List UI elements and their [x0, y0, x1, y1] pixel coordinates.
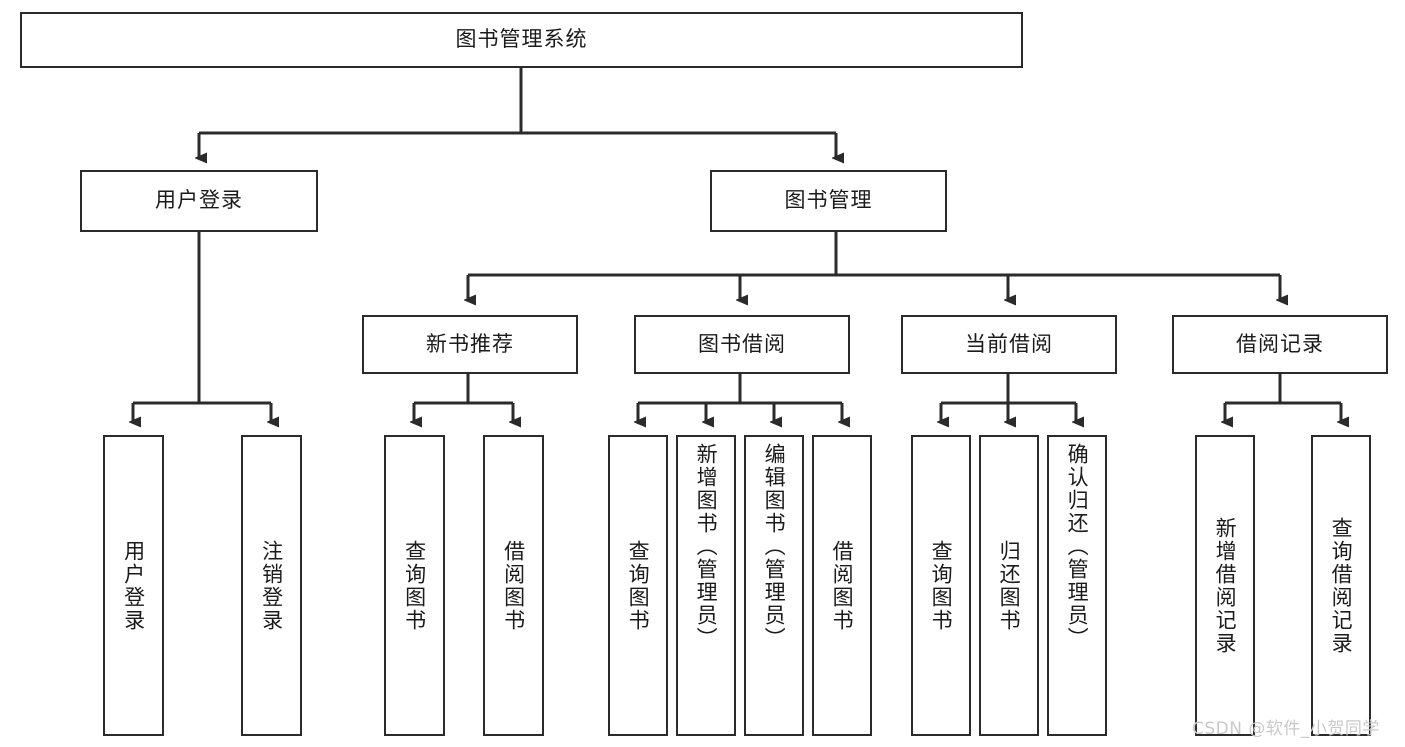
node-label: 借阅记录 [1236, 331, 1324, 356]
node-label: 借阅图书 [830, 539, 855, 632]
node-leaf-query-book-3[interactable]: 查询图书 [911, 435, 971, 736]
node-leaf-add-book[interactable]: 新增图书（管理员） [676, 435, 736, 736]
node-label: 新增图书（管理员） [694, 443, 719, 650]
node-label: 当前借阅 [965, 331, 1053, 356]
csdn-watermark: CSDN @软件_小贺同学 [1192, 719, 1380, 739]
node-current-borrow[interactable]: 当前借阅 [901, 315, 1117, 374]
node-borrow-record[interactable]: 借阅记录 [1172, 315, 1388, 374]
node-leaf-query-borrow-record[interactable]: 查询借阅记录 [1311, 435, 1371, 736]
node-label: 编辑图书（管理员） [762, 443, 787, 650]
node-leaf-edit-book[interactable]: 编辑图书（管理员） [744, 435, 804, 736]
node-leaf-confirm-return[interactable]: 确认归还（管理员） [1047, 435, 1107, 736]
node-label: 查询图书 [929, 539, 954, 632]
node-label: 图书管理系统 [455, 27, 588, 52]
node-label: 用户登录 [155, 188, 243, 213]
node-book-management[interactable]: 图书管理 [710, 170, 947, 232]
node-book-borrow[interactable]: 图书借阅 [634, 315, 850, 374]
node-label: 新书推荐 [426, 331, 514, 356]
node-leaf-logout-login[interactable]: 注销登录 [241, 435, 302, 736]
node-label: 归还图书 [997, 539, 1022, 632]
node-label: 用户登录 [121, 539, 146, 632]
node-label: 查询图书 [402, 539, 427, 632]
node-leaf-query-book-2[interactable]: 查询图书 [608, 435, 668, 736]
node-leaf-borrow-book-2[interactable]: 借阅图书 [812, 435, 872, 736]
node-label: 注销登录 [259, 539, 284, 632]
node-label: 图书管理 [784, 188, 873, 213]
node-label: 图书借阅 [698, 331, 786, 356]
node-label: 查询图书 [626, 539, 651, 632]
node-label: 借阅图书 [501, 539, 526, 632]
node-label: 确认归还（管理员） [1065, 443, 1090, 650]
node-new-book-recommend[interactable]: 新书推荐 [362, 315, 578, 374]
node-label: 新增借阅记录 [1213, 516, 1238, 655]
node-leaf-borrow-book-1[interactable]: 借阅图书 [483, 435, 544, 736]
node-label: 查询借阅记录 [1329, 516, 1354, 655]
node-book-management-system[interactable]: 图书管理系统 [20, 12, 1023, 68]
node-leaf-return-book[interactable]: 归还图书 [979, 435, 1039, 736]
node-user-login[interactable]: 用户登录 [80, 170, 318, 232]
node-leaf-user-login[interactable]: 用户登录 [103, 435, 164, 736]
node-leaf-add-borrow-record[interactable]: 新增借阅记录 [1195, 435, 1255, 736]
node-leaf-query-book-1[interactable]: 查询图书 [384, 435, 445, 736]
